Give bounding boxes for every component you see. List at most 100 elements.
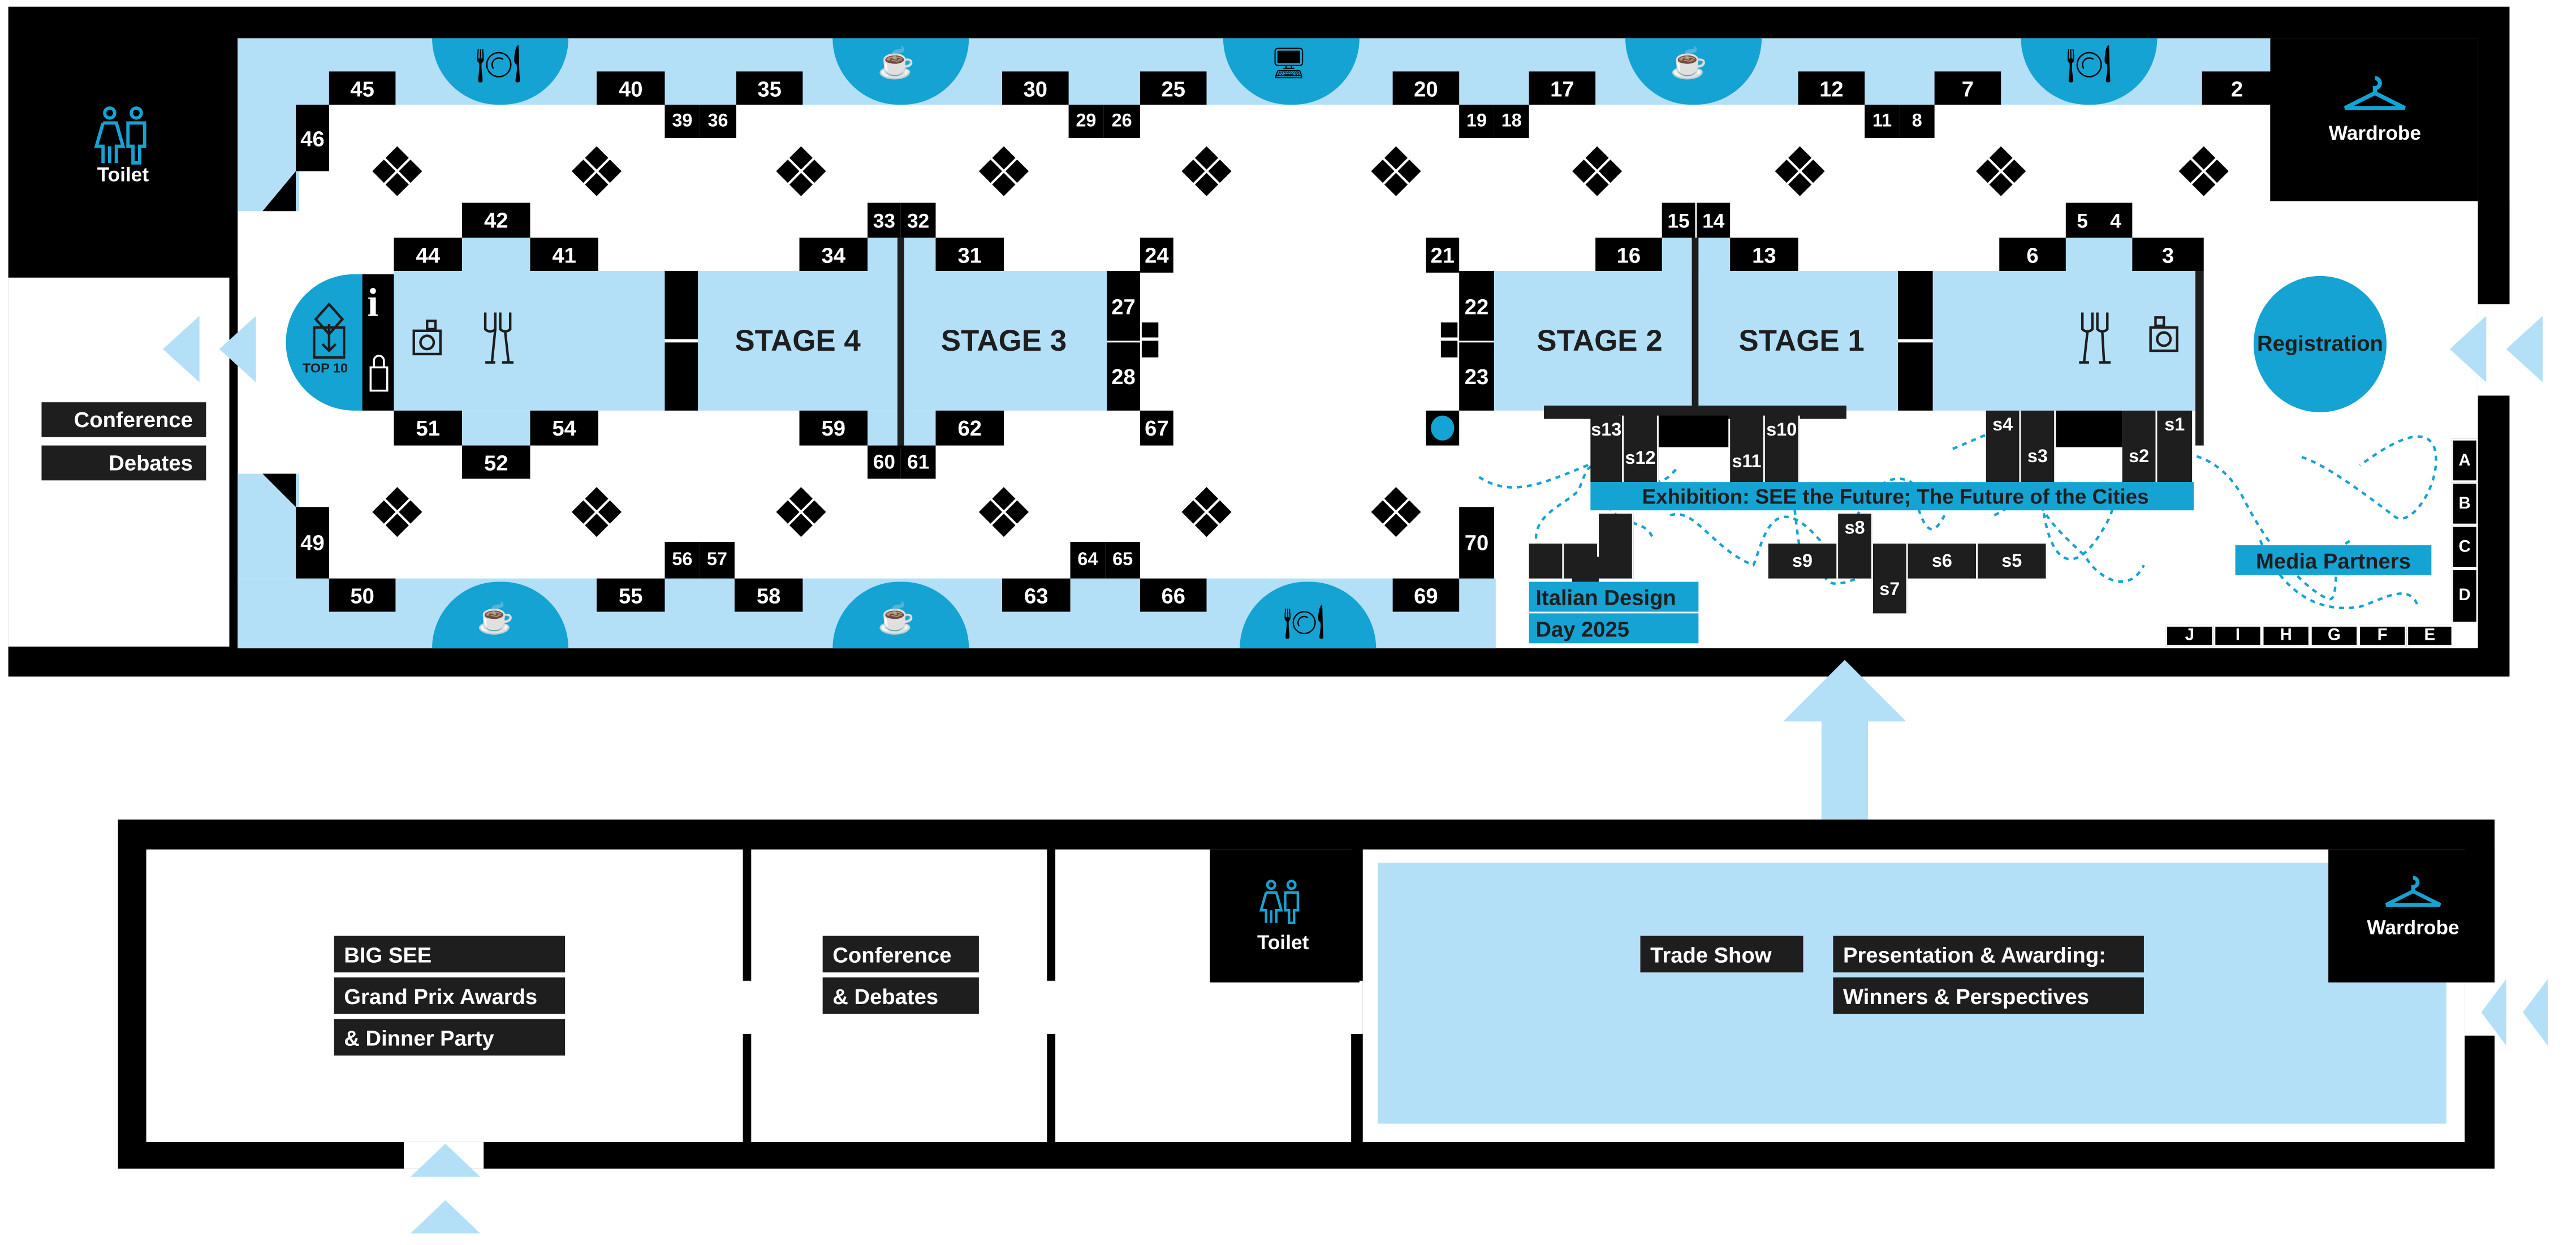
booth-5[interactable]: 5	[2065, 203, 2099, 238]
booth-33[interactable]: 33	[868, 203, 901, 238]
booth-32[interactable]: 32	[900, 203, 936, 238]
booth-14[interactable]: 14	[1697, 203, 1731, 238]
booth-11[interactable]: 11	[1865, 105, 1900, 138]
booth-50[interactable]: 50	[329, 578, 396, 612]
booth-70[interactable]: 70	[1459, 507, 1494, 579]
media-partners-label[interactable]: Media Partners	[2235, 545, 2432, 575]
booth-59[interactable]: 59	[799, 410, 868, 446]
big-see-label-2[interactable]: Grand Prix Awards	[334, 977, 566, 1014]
booth-60[interactable]: 60	[868, 445, 901, 479]
booth-45[interactable]: 45	[329, 71, 396, 105]
booth-17[interactable]: 17	[1529, 71, 1596, 105]
registration-desk[interactable]	[2253, 275, 2387, 412]
italian-design-label-1[interactable]: Italian Design	[1529, 581, 1699, 612]
booth-s11[interactable]: s11	[1730, 415, 1765, 483]
booth-54[interactable]: 54	[530, 410, 598, 446]
booth-6[interactable]: 6	[1999, 238, 2066, 272]
booth-52[interactable]: 52	[461, 445, 530, 479]
booth-39[interactable]: 39	[665, 105, 700, 138]
presentation-label-2[interactable]: Winners & Perspectives	[1833, 977, 2144, 1014]
booth-55[interactable]: 55	[596, 578, 665, 612]
booth-69[interactable]: 69	[1392, 578, 1460, 612]
booth-12[interactable]: 12	[1798, 71, 1865, 105]
booth-8[interactable]: 8	[1899, 105, 1935, 138]
grid-row-c[interactable]: C	[2451, 525, 2478, 569]
booth-36[interactable]: 36	[700, 105, 736, 138]
booth-63[interactable]: 63	[1002, 578, 1071, 612]
big-see-label-3[interactable]: & Dinner Party	[334, 1019, 566, 1056]
big-see-label-1[interactable]: BIG SEE	[334, 936, 566, 973]
booth-16[interactable]: 16	[1595, 238, 1662, 272]
grid-row-a[interactable]: A	[2451, 438, 2478, 483]
booth-30[interactable]: 30	[1002, 71, 1069, 105]
booth-56[interactable]: 56	[665, 542, 700, 579]
booth-35[interactable]: 35	[736, 71, 803, 105]
booth-29[interactable]: 29	[1068, 105, 1104, 138]
stage-2-area[interactable]	[1494, 271, 1692, 411]
booth-44[interactable]: 44	[394, 238, 462, 272]
booth-s8[interactable]: s8	[1838, 514, 1873, 579]
booth-41[interactable]: 41	[530, 238, 598, 272]
booth-57[interactable]: 57	[700, 542, 735, 579]
booth-24[interactable]: 24	[1140, 238, 1173, 273]
booth-18[interactable]: 18	[1494, 105, 1529, 138]
booth-34[interactable]: 34	[799, 238, 868, 272]
booth-42[interactable]: 42	[461, 203, 530, 238]
presentation-label-1[interactable]: Presentation & Awarding:	[1833, 936, 2144, 973]
booth-27[interactable]: 27	[1107, 271, 1140, 341]
grid-row-d[interactable]: D	[2451, 568, 2478, 624]
grid-row-b[interactable]: B	[2451, 482, 2478, 525]
booth-15[interactable]: 15	[1662, 203, 1695, 238]
booth-block[interactable]	[1529, 543, 1564, 579]
booth-46[interactable]: 46	[296, 105, 329, 171]
booth-7[interactable]: 7	[1934, 71, 2001, 105]
booth-58[interactable]: 58	[734, 578, 803, 612]
debates-tag[interactable]: Debates	[41, 445, 206, 481]
booth-block[interactable]	[1572, 557, 1599, 582]
grid-col-g[interactable]: G	[2310, 624, 2359, 647]
shopping-bag-icon[interactable]	[369, 355, 389, 393]
booth-64[interactable]: 64	[1070, 542, 1106, 579]
conference-label-1[interactable]: Conference	[822, 936, 979, 973]
booth-s12[interactable]: s12	[1624, 415, 1659, 483]
trade-show-label[interactable]: Trade Show	[1640, 936, 1803, 973]
booth-s4[interactable]: s4	[1986, 410, 2021, 483]
booth-49[interactable]: 49	[296, 507, 329, 579]
booth-25[interactable]: 25	[1140, 71, 1207, 105]
booth-65[interactable]: 65	[1105, 542, 1140, 579]
booth-13[interactable]: 13	[1730, 238, 1798, 272]
exhibition-label[interactable]: Exhibition: SEE the Future; The Future o…	[1590, 482, 2194, 511]
info-icon[interactable]: i	[367, 282, 379, 326]
grid-col-e[interactable]: E	[2406, 624, 2453, 647]
booth-62[interactable]: 62	[935, 410, 1004, 446]
booth-66[interactable]: 66	[1140, 578, 1207, 612]
booth-s13[interactable]: s13	[1590, 415, 1624, 483]
booth-s6[interactable]: s6	[1908, 543, 1978, 579]
grid-col-j[interactable]: J	[2165, 624, 2214, 647]
booth-51[interactable]: 51	[394, 410, 462, 446]
booth-s9[interactable]: s9	[1768, 543, 1839, 579]
booth-26[interactable]: 26	[1103, 105, 1140, 138]
booth-2[interactable]: 2	[2202, 71, 2272, 105]
booth-21[interactable]: 21	[1426, 238, 1460, 273]
booth-61[interactable]: 61	[900, 445, 936, 479]
grid-col-h[interactable]: H	[2262, 624, 2310, 647]
booth-19[interactable]: 19	[1459, 105, 1494, 138]
booth-3[interactable]: 3	[2132, 238, 2204, 272]
booth-s3[interactable]: s3	[2021, 410, 2056, 483]
conference-tag[interactable]: Conference	[41, 402, 206, 437]
booth-22[interactable]: 22	[1459, 271, 1494, 341]
booth-s1[interactable]: s1	[2157, 410, 2194, 483]
booth-23[interactable]: 23	[1459, 342, 1494, 411]
booth-20[interactable]: 20	[1392, 71, 1460, 105]
stage-4-area[interactable]	[698, 271, 897, 411]
booth-31[interactable]: 31	[935, 238, 1004, 272]
booth-s10[interactable]: s10	[1764, 415, 1800, 483]
booth-28[interactable]: 28	[1107, 342, 1140, 411]
grid-col-i[interactable]: I	[2213, 624, 2262, 647]
booth-40[interactable]: 40	[596, 71, 665, 105]
grid-col-f[interactable]: F	[2358, 624, 2407, 647]
stage-3-area[interactable]	[904, 271, 1107, 411]
booth-s5[interactable]: s5	[1978, 543, 2048, 579]
booth-s2[interactable]: s2	[2122, 410, 2158, 483]
